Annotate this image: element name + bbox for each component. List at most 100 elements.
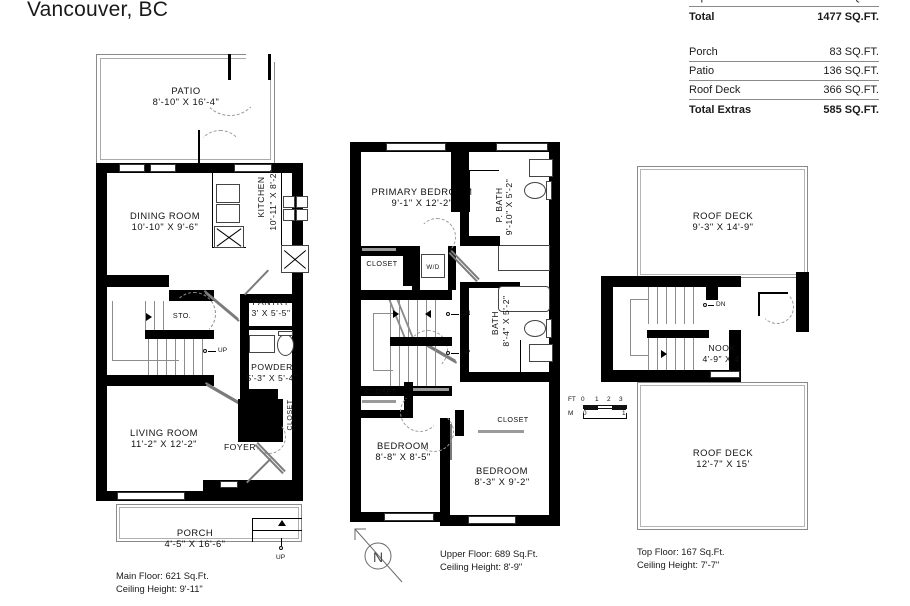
top-stair-5 — [684, 287, 685, 324]
bed2-closet-rod — [362, 400, 396, 403]
primary-closet-name: CLOSET — [366, 259, 398, 268]
roof-deck-upper-name: ROOF DECK — [692, 210, 754, 221]
bath-tub — [498, 286, 550, 312]
laundry-wall-right — [448, 246, 456, 290]
primary-closet-rod — [362, 248, 396, 251]
upper-stair-rail-v — [373, 313, 374, 371]
pbath-toilet — [524, 182, 546, 199]
porch-outline-inner — [119, 507, 299, 539]
scale-bar-fill-right — [612, 406, 626, 410]
kitchen-counter-left — [212, 173, 213, 248]
top-stair-rail-h2 — [630, 355, 648, 356]
laundry-name: W/D — [426, 264, 440, 271]
stair-tread-d3 — [166, 339, 167, 375]
upper-up-dot — [446, 351, 450, 355]
upper-stair-up-arrow — [393, 310, 399, 318]
nook-dims: 4'-9" X 4' — [702, 354, 742, 364]
porch-up-dot — [279, 546, 283, 550]
primary-closet-wall-right — [403, 246, 412, 286]
primary-bedroom-window — [386, 143, 446, 151]
top-core-wall-right-upper — [706, 276, 718, 300]
roof-deck-upper-label: ROOF DECK 9'-3" X 14'-9" — [672, 210, 774, 232]
upper-stair-dn-5 — [426, 346, 427, 386]
patio-door-jamb-2 — [268, 54, 271, 80]
kitchen-sink-basin-2 — [216, 204, 240, 223]
top-floor-ceiling: Ceiling Height: 7'-7" — [637, 558, 720, 570]
primary-bedroom-label: PRIMARY BEDROOM 9'-1" X 12'-2" — [362, 186, 482, 208]
upper-wall-left — [350, 142, 361, 522]
bed2-closet-wall-bottom — [350, 410, 412, 418]
main-wall-right — [292, 163, 303, 501]
powder-dims: 5'-3" X 5'-4" — [246, 373, 298, 383]
legend-row-patio: Patio 136 SQ.FT. — [689, 62, 879, 81]
porch-step-1 — [252, 518, 302, 519]
upper-floor-ceiling: Ceiling Height: 8'-9" — [440, 560, 523, 572]
pantry-wall-left — [240, 294, 249, 390]
legend-value: 366 SQ.FT. — [823, 84, 879, 96]
powder-toilet-tank — [278, 331, 293, 336]
legend-value: 1477 SQ.FT. — [817, 11, 879, 23]
legend-label: Roof Deck — [689, 84, 741, 96]
scale-tick-ft-1: 1 — [595, 396, 599, 403]
main-wall-left — [96, 163, 107, 501]
main-wall-top — [96, 163, 303, 173]
patio-door-arc — [200, 56, 260, 116]
pantry-name: PANTRY — [252, 297, 290, 307]
top-stair-d6 — [693, 338, 694, 370]
top-stair-4 — [675, 287, 676, 324]
main-wall-bottom-right — [203, 480, 303, 491]
stair-tread-u3 — [163, 301, 164, 330]
kitchen-cooktop-2 — [296, 196, 308, 208]
primary-wall-right — [451, 152, 460, 212]
bed2-door-head — [413, 388, 449, 391]
powder-wall-bottom — [240, 389, 278, 399]
stair-up-leader — [208, 351, 216, 352]
legend-row-total-extras: Total Extras 585 SQ.FT. — [689, 100, 879, 119]
compass-rose: N — [352, 524, 408, 586]
foyer-label: FOYER — [216, 442, 264, 453]
upper-dn-marker: DN — [461, 310, 471, 317]
bath-toilet — [524, 320, 546, 337]
bed2-wall-right — [440, 418, 450, 522]
upper-stair-up-5 — [426, 300, 427, 337]
upper-stair-dn-4 — [417, 346, 418, 386]
upper-stair-wall-mid — [390, 337, 452, 346]
top-core-wall-bottom — [601, 370, 741, 382]
top-stair-d4 — [675, 338, 676, 370]
porch-up-leader — [281, 538, 282, 546]
dining-window-2 — [150, 164, 176, 172]
pbath-wall-left — [460, 152, 469, 242]
roof-deck-upper-dims: 9'-3" X 14'-9" — [692, 221, 754, 232]
bedroom2-name: BEDROOM — [377, 440, 429, 451]
upper-dn-dot — [446, 312, 450, 316]
bedroom3-dims: 8'-3" X 9'-2" — [474, 476, 530, 487]
bath-wall-left — [460, 282, 469, 382]
legend-value: 585 SQ.FT. — [823, 104, 879, 116]
upper-floor-note: Upper Floor: 689 Sq.Ft. Ceiling Height: … — [440, 548, 538, 573]
upper-stair-wall-bottom — [350, 386, 452, 396]
bed3-closet-label: CLOSET — [490, 414, 536, 425]
porch-name: PORCH — [176, 527, 214, 538]
upper-stair-wall-top-right — [412, 290, 452, 300]
upper-floor-area: Upper Floor: 689 Sq.Ft. — [440, 548, 538, 559]
upper-stair-wall-top — [350, 290, 412, 300]
legend-row-top-floor: Top Floor 167 SQ.FT. — [689, 0, 879, 7]
kitchen-cooktop-4 — [296, 209, 308, 221]
top-stair-3 — [666, 287, 667, 324]
top-stair-d1 — [648, 338, 649, 370]
bedroom2-window — [384, 513, 434, 521]
primary-closet-label: CLOSET — [360, 258, 404, 269]
bed3-door-arc — [414, 412, 454, 452]
stair-rail-upper — [112, 301, 113, 361]
upper-stair-dn-arrow — [425, 310, 431, 318]
kitchen-cooktop-3 — [283, 209, 295, 221]
scale-tick-ft-3: 3 — [619, 396, 623, 403]
pbath-counter — [469, 170, 470, 212]
bedroom3-label: BEDROOM 8'-3" X 9'-2" — [452, 465, 552, 487]
living-window — [117, 492, 185, 500]
porch-up-marker: UP — [276, 554, 286, 561]
pbath-sink — [529, 159, 553, 177]
top-core-wall-left — [601, 276, 613, 382]
legend-label: Top Floor — [689, 0, 735, 4]
